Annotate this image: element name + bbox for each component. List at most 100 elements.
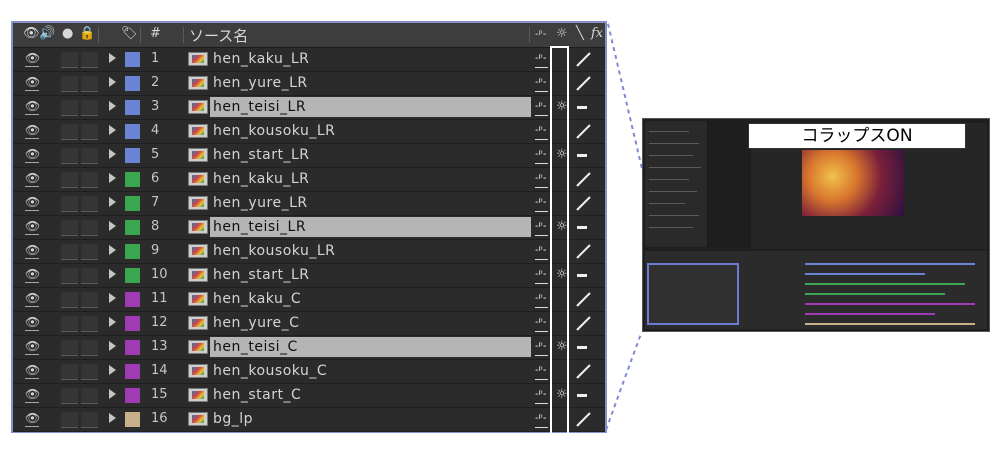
expand-triangle-icon[interactable] xyxy=(109,269,116,279)
layer-name[interactable]: hen_teisi_LR xyxy=(210,217,531,237)
layer-name[interactable]: hen_start_C xyxy=(213,387,302,403)
layer-name[interactable]: hen_teisi_LR xyxy=(210,97,531,117)
solo-toggle[interactable] xyxy=(81,388,98,404)
shy-switch-icon[interactable]: -ᵖ- xyxy=(535,317,548,332)
solo-toggle[interactable] xyxy=(81,124,98,140)
fx-icon[interactable]: fx xyxy=(591,26,604,41)
quality-slash-icon[interactable] xyxy=(575,195,591,211)
quality-dash-icon[interactable] xyxy=(577,346,587,349)
shy-switch-icon[interactable]: -ᵖ- xyxy=(535,389,548,404)
solo-toggle[interactable] xyxy=(81,244,98,260)
visibility-eye-icon[interactable]: 👁 xyxy=(25,339,41,355)
visibility-eye-icon[interactable]: 👁 xyxy=(25,315,41,331)
solo-toggle[interactable] xyxy=(81,76,98,92)
expand-triangle-icon[interactable] xyxy=(109,245,116,255)
label-color-swatch[interactable] xyxy=(125,124,140,139)
layer-name[interactable]: hen_kousoku_LR xyxy=(213,123,336,139)
solo-toggle[interactable] xyxy=(81,412,98,428)
solo-toggle[interactable] xyxy=(81,148,98,164)
expand-triangle-icon[interactable] xyxy=(109,149,116,159)
layer-name[interactable]: hen_kousoku_C xyxy=(213,363,328,379)
expand-triangle-icon[interactable] xyxy=(109,365,116,375)
audio-toggle[interactable] xyxy=(61,292,78,308)
expand-triangle-icon[interactable] xyxy=(109,125,116,135)
audio-toggle[interactable] xyxy=(61,364,78,380)
label-color-swatch[interactable] xyxy=(125,316,140,331)
label-tag-icon[interactable]: 🏷 xyxy=(121,26,138,41)
label-color-swatch[interactable] xyxy=(125,388,140,403)
shy-switch-icon[interactable]: -ᵖ- xyxy=(535,149,548,164)
solo-toggle[interactable] xyxy=(81,364,98,380)
visibility-eye-icon[interactable]: 👁 xyxy=(25,267,41,283)
audio-toggle[interactable] xyxy=(61,52,78,68)
solo-icon[interactable]: ● xyxy=(62,26,74,41)
visibility-eye-icon[interactable]: 👁 xyxy=(25,51,41,67)
label-color-swatch[interactable] xyxy=(125,412,140,427)
quality-slash-icon[interactable] xyxy=(575,75,591,91)
layer-name[interactable]: bg_lp xyxy=(213,411,254,427)
collapse-sun-icon[interactable]: ☼ xyxy=(556,387,568,402)
eye-icon[interactable]: 👁 xyxy=(23,26,40,41)
quality-slash-icon[interactable] xyxy=(575,243,591,259)
visibility-eye-icon[interactable]: 👁 xyxy=(25,99,41,115)
expand-triangle-icon[interactable] xyxy=(109,317,116,327)
layer-name[interactable]: hen_start_LR xyxy=(213,267,310,283)
label-color-swatch[interactable] xyxy=(125,196,140,211)
label-color-swatch[interactable] xyxy=(125,52,140,67)
shy-switch-icon[interactable]: -ᵖ- xyxy=(535,101,548,116)
audio-toggle[interactable] xyxy=(61,124,78,140)
audio-toggle[interactable] xyxy=(61,340,78,356)
solo-toggle[interactable] xyxy=(81,316,98,332)
expand-triangle-icon[interactable] xyxy=(109,53,116,63)
layer-name[interactable]: hen_kaku_LR xyxy=(213,171,310,187)
expand-triangle-icon[interactable] xyxy=(109,389,116,399)
expand-triangle-icon[interactable] xyxy=(109,341,116,351)
audio-toggle[interactable] xyxy=(61,412,78,428)
label-color-swatch[interactable] xyxy=(125,76,140,91)
label-color-swatch[interactable] xyxy=(125,244,140,259)
shy-switch-icon[interactable]: -ᵖ- xyxy=(535,293,548,308)
visibility-eye-icon[interactable]: 👁 xyxy=(25,75,41,91)
quality-slash-icon[interactable] xyxy=(575,411,591,427)
audio-toggle[interactable] xyxy=(61,148,78,164)
quality-slash-icon[interactable] xyxy=(575,291,591,307)
solo-toggle[interactable] xyxy=(81,100,98,116)
quality-slash-icon[interactable] xyxy=(575,171,591,187)
audio-toggle[interactable] xyxy=(61,196,78,212)
label-color-swatch[interactable] xyxy=(125,364,140,379)
solo-toggle[interactable] xyxy=(81,220,98,236)
label-color-swatch[interactable] xyxy=(125,172,140,187)
shy-switch-icon[interactable]: -ᵖ- xyxy=(535,245,548,260)
label-color-swatch[interactable] xyxy=(125,148,140,163)
visibility-eye-icon[interactable]: 👁 xyxy=(25,147,41,163)
quality-dash-icon[interactable] xyxy=(577,274,587,277)
visibility-eye-icon[interactable]: 👁 xyxy=(25,195,41,211)
layer-name[interactable]: hen_teisi_C xyxy=(210,337,531,357)
collapse-sun-icon[interactable]: ☼ xyxy=(556,267,568,282)
audio-toggle[interactable] xyxy=(61,244,78,260)
label-color-swatch[interactable] xyxy=(125,268,140,283)
shy-switch-icon[interactable]: -ᵖ- xyxy=(535,413,548,428)
expand-triangle-icon[interactable] xyxy=(109,77,116,87)
shy-switch-icon[interactable]: -ᵖ- xyxy=(535,221,548,236)
audio-toggle[interactable] xyxy=(61,220,78,236)
layer-name[interactable]: hen_yure_LR xyxy=(213,195,308,211)
shy-switch-icon[interactable]: -ᵖ- xyxy=(535,269,548,284)
solo-toggle[interactable] xyxy=(81,172,98,188)
expand-triangle-icon[interactable] xyxy=(109,221,116,231)
solo-toggle[interactable] xyxy=(81,196,98,212)
solo-toggle[interactable] xyxy=(81,292,98,308)
layer-name[interactable]: hen_kousoku_LR xyxy=(213,243,336,259)
collapse-sun-icon[interactable]: ☼ xyxy=(556,99,568,114)
quality-dash-icon[interactable] xyxy=(577,154,587,157)
quality-dash-icon[interactable] xyxy=(577,106,587,109)
